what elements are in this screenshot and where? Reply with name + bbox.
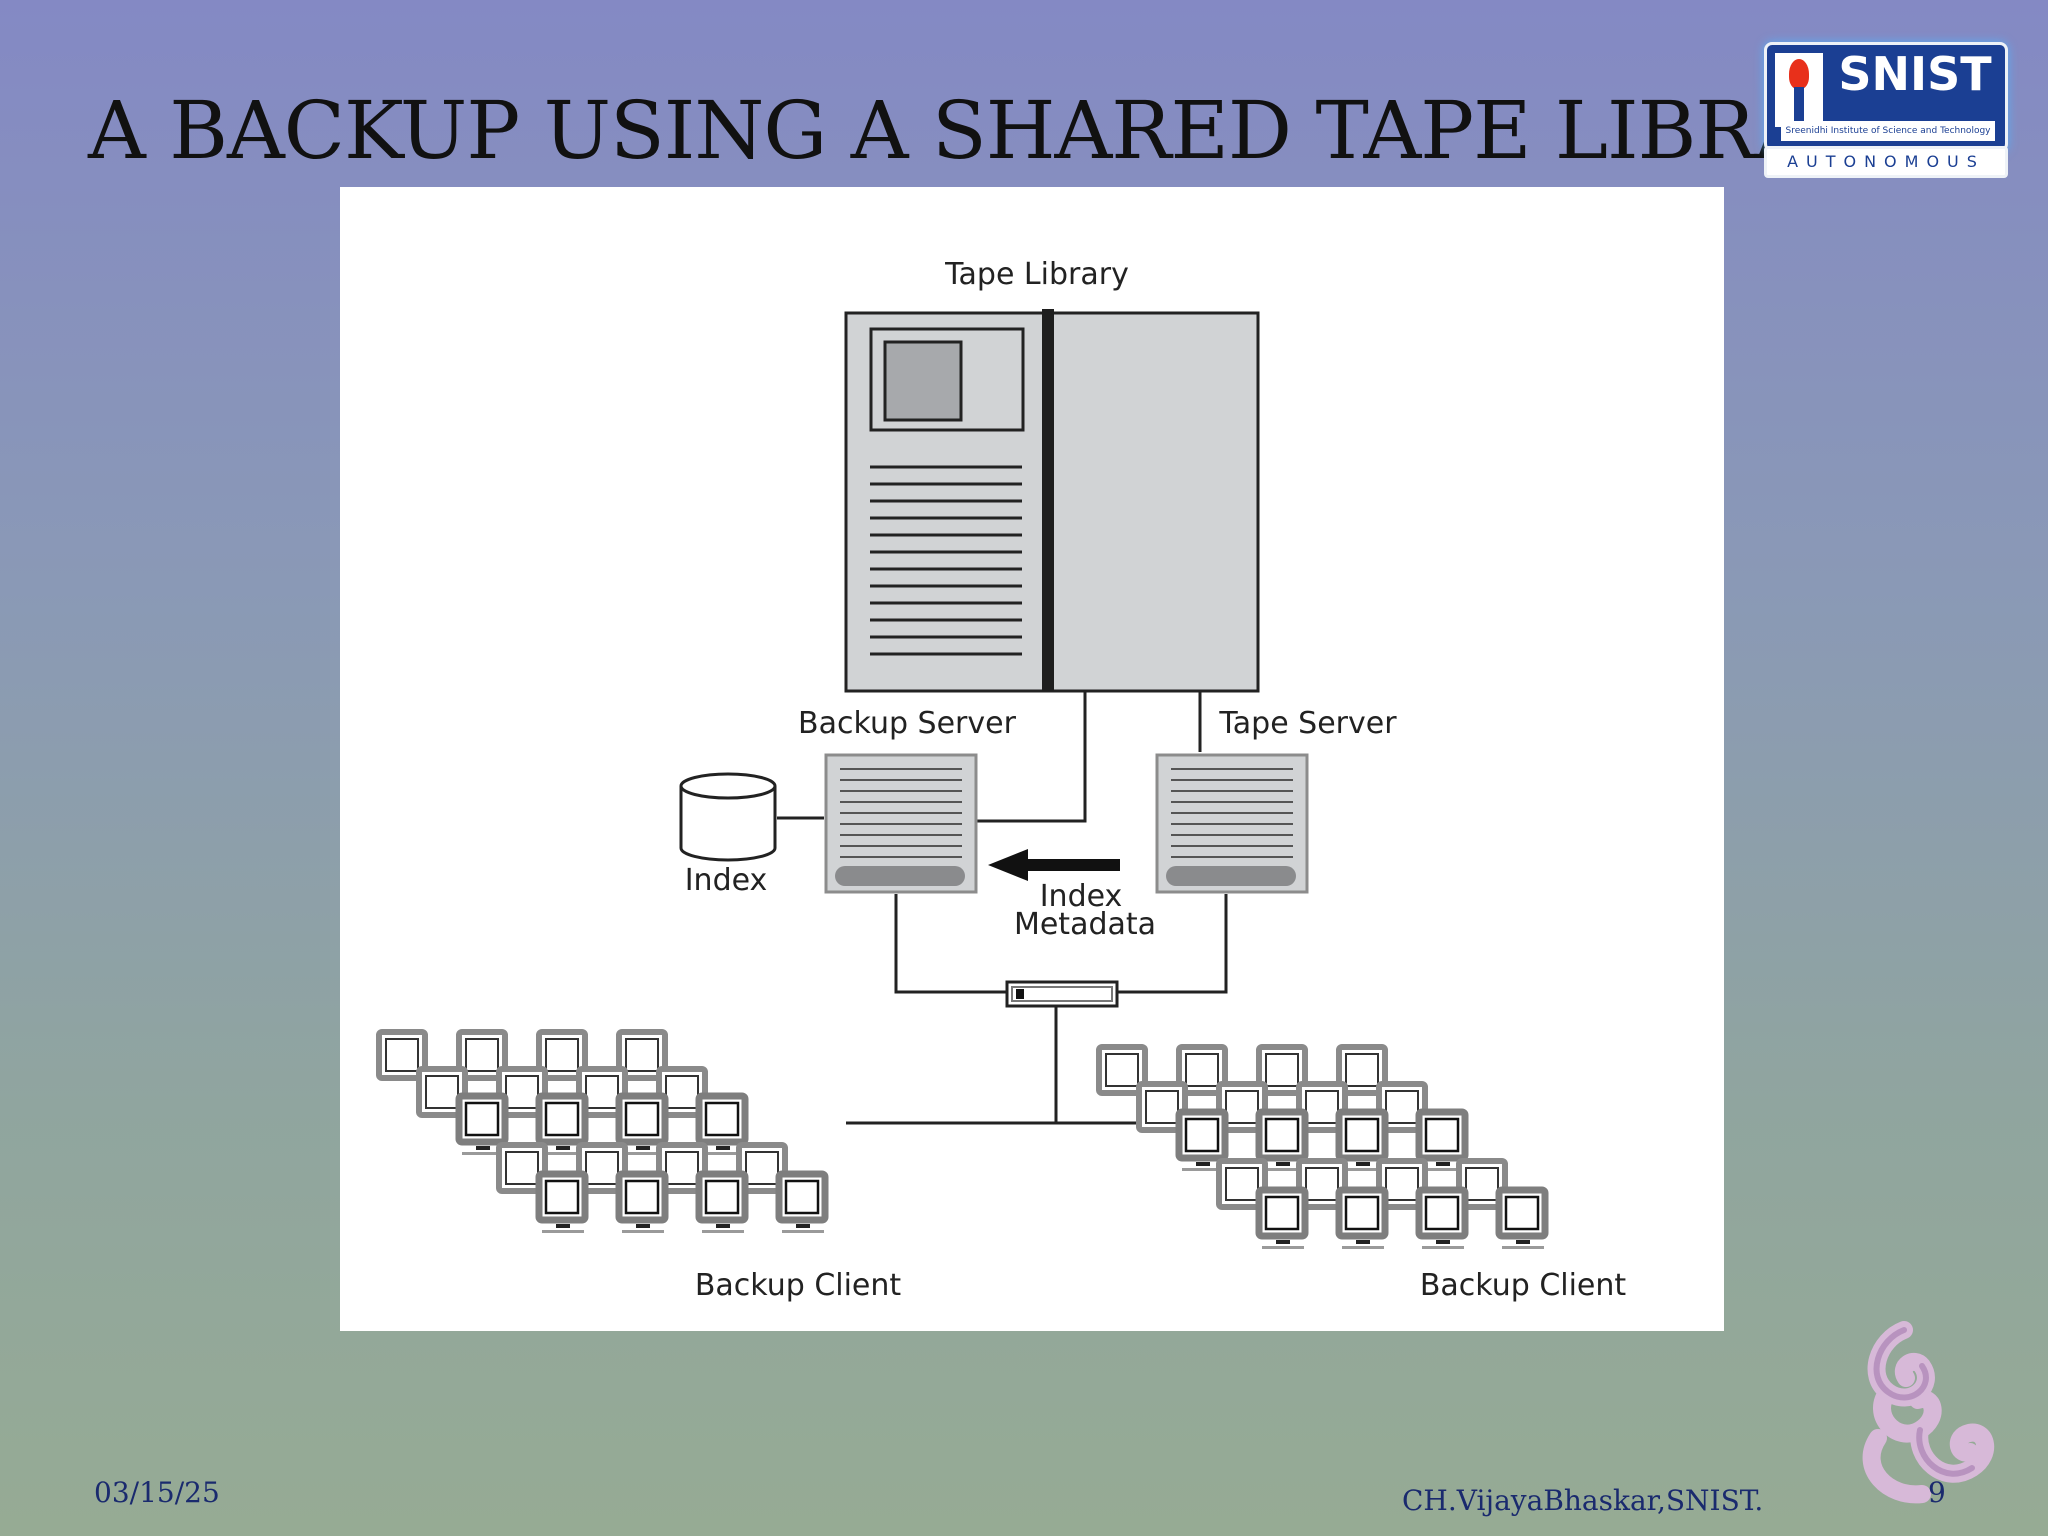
database-icon bbox=[679, 772, 777, 862]
page-number: 9 bbox=[1928, 1476, 1946, 1509]
index-metadata-line1: Index bbox=[1040, 879, 1123, 914]
logo-badge: SNIST Sreenidhi Institute of Science and… bbox=[1764, 42, 2008, 152]
slide-date: 03/15/25 bbox=[94, 1476, 220, 1509]
backup-server bbox=[824, 753, 978, 894]
tape-server bbox=[1155, 753, 1309, 894]
slide-author: CH.VijayaBhaskar,SNIST. bbox=[1402, 1484, 1764, 1517]
backup-clients-left bbox=[379, 1032, 825, 1233]
slide-title: A BACKUP USING A SHARED TAPE LIBRARY. bbox=[88, 84, 1935, 177]
tape-library bbox=[844, 309, 1260, 693]
torch-icon bbox=[1775, 53, 1823, 127]
index-label: Index bbox=[685, 863, 768, 898]
tape-server-label: Tape Server bbox=[1218, 706, 1397, 741]
backup-clients-right bbox=[1099, 1047, 1545, 1249]
logo-tagline: Sreenidhi Institute of Science and Techn… bbox=[1781, 121, 1995, 141]
logo-name: SNIST bbox=[1838, 47, 1992, 101]
index-metadata-line2: Metadata bbox=[1014, 907, 1156, 942]
backup-client-left-label: Backup Client bbox=[695, 1268, 902, 1303]
snist-logo: SNIST Sreenidhi Institute of Science and… bbox=[1756, 34, 2010, 184]
arrow-left-icon bbox=[988, 849, 1120, 881]
logo-subtitle: AUTONOMOUS bbox=[1764, 146, 2008, 178]
tape-library-label: Tape Library bbox=[944, 257, 1129, 292]
backup-server-label: Backup Server bbox=[798, 706, 1017, 741]
network-switch bbox=[1005, 980, 1119, 1008]
backup-client-right-label: Backup Client bbox=[1420, 1268, 1627, 1303]
backup-diagram: Tape Library bbox=[340, 187, 1724, 1331]
decorative-swirl-icon bbox=[1862, 1321, 1995, 1504]
